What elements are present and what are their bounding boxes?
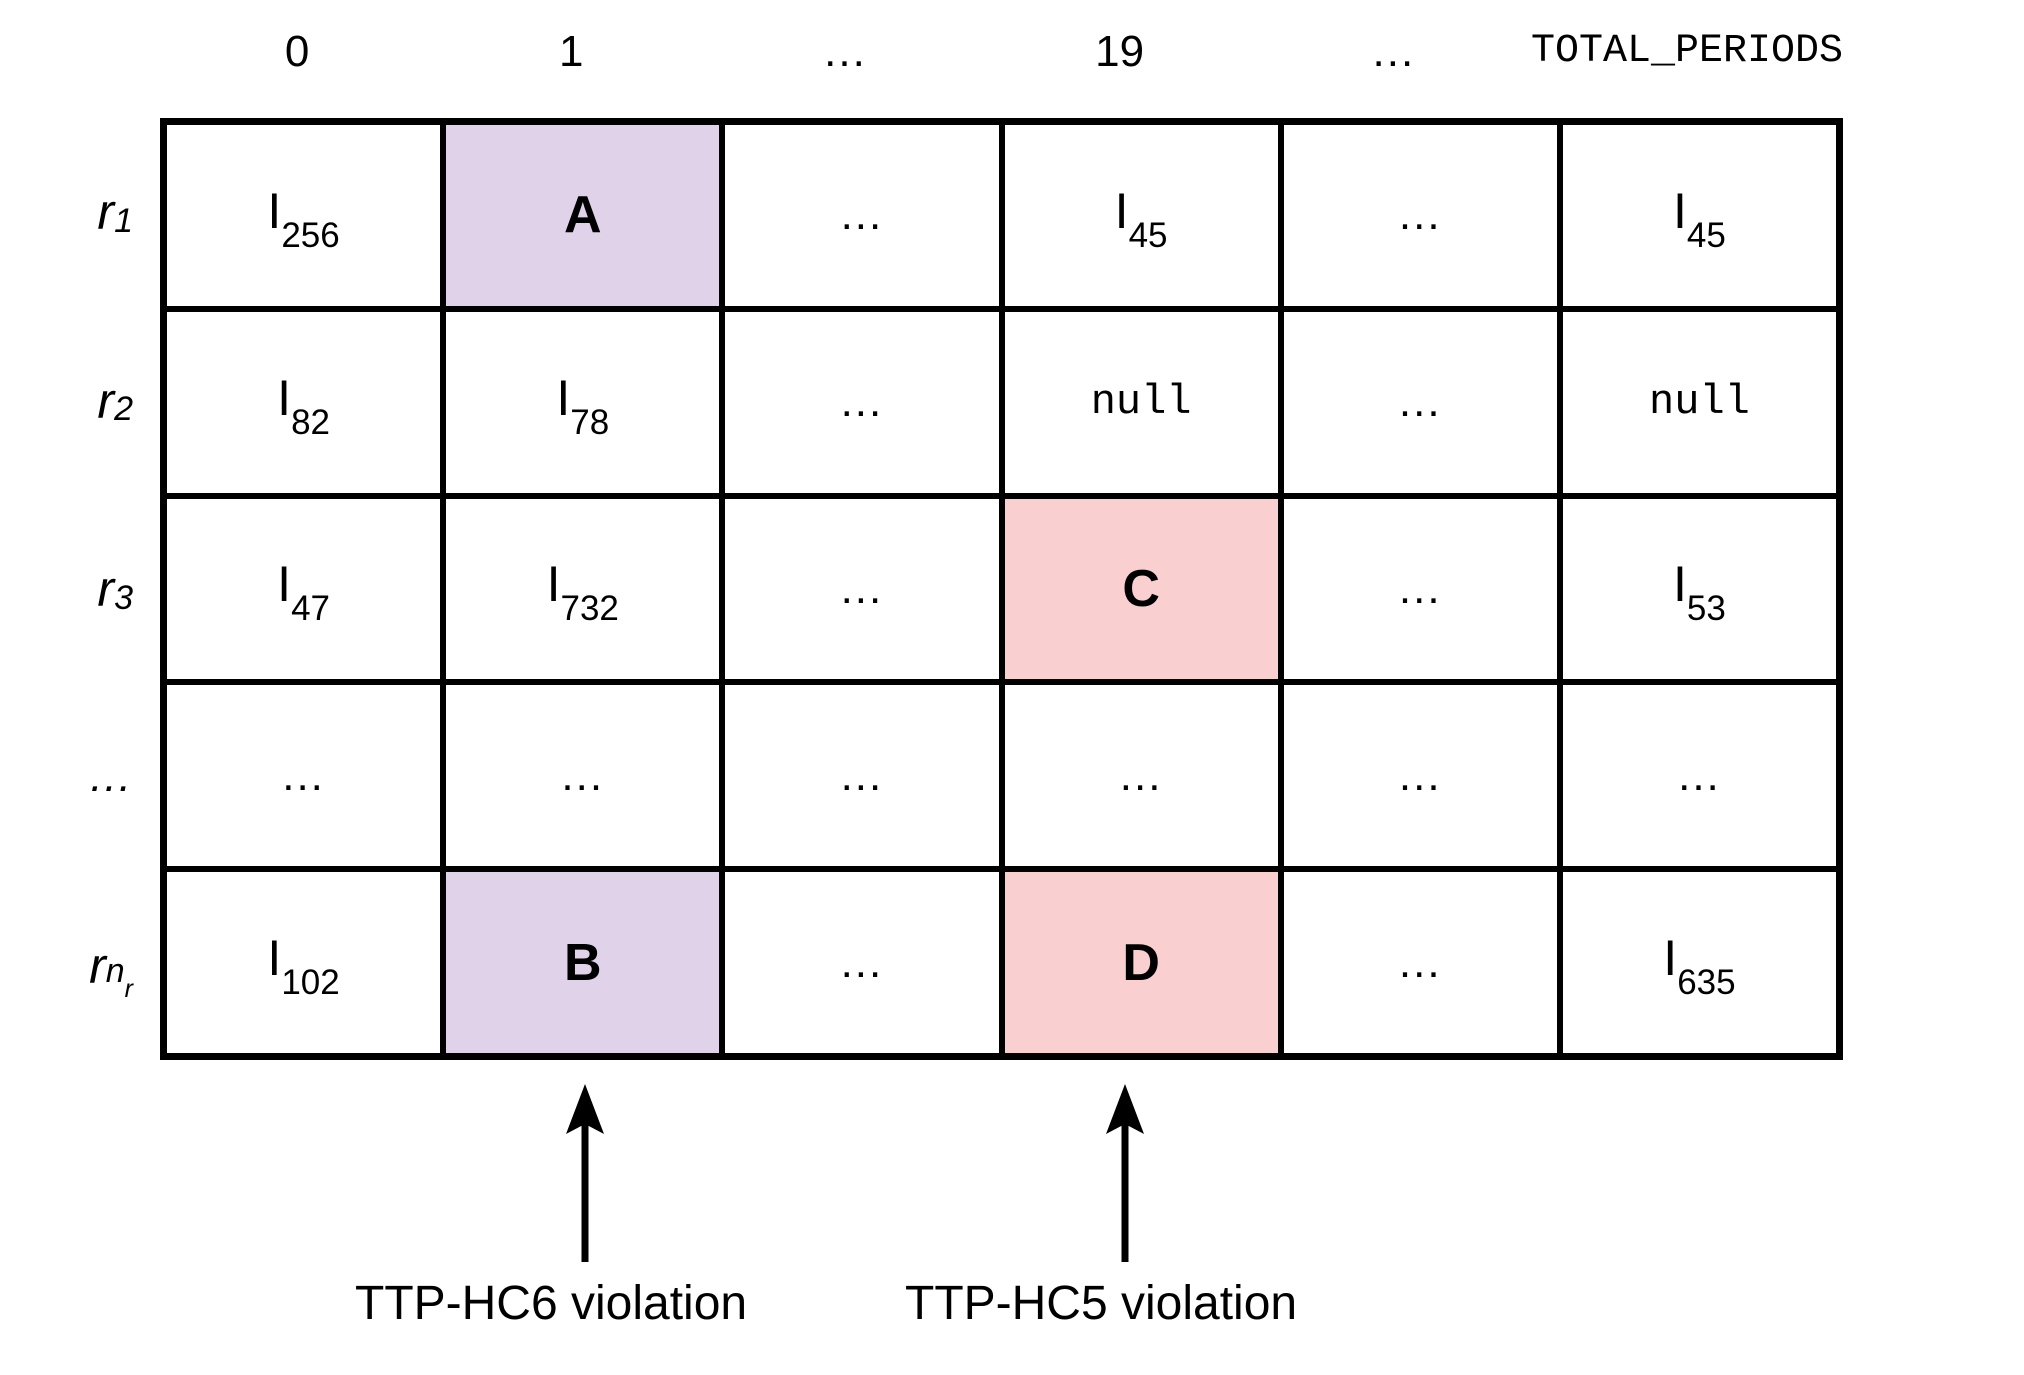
cell-rnr-c4[interactable]: ... (1283, 872, 1563, 1053)
table-row: I256 A ... I45 ... I45 (167, 125, 1837, 312)
cell-value-ellipsis: ... (561, 750, 605, 800)
cell-r2-c4[interactable]: ... (1283, 311, 1563, 493)
cell-r2-c1[interactable]: I78 (446, 311, 726, 493)
cell-value-ellipsis: ... (840, 750, 884, 800)
row-label-rnr-subsub-r: r (124, 975, 133, 1004)
column-header-ellipsis-right: ... (1372, 27, 1416, 76)
cell-rnr-c3[interactable]: D (1004, 872, 1284, 1053)
cell-value-ellipsis: ... (1398, 563, 1442, 613)
cell-ellipsis-c4[interactable]: ... (1283, 685, 1563, 867)
table-row: I102 B ... D ... I635 (167, 872, 1837, 1053)
annotation-hc5-label: TTP-HC5 violation (905, 1277, 1298, 1330)
row-label-r2-base: r (97, 372, 115, 429)
cell-value-null: null (1090, 378, 1192, 427)
table-row: ... ... ... ... ... ... (167, 685, 1837, 873)
cell-ellipsis-c1[interactable]: ... (446, 685, 726, 867)
row-label-rnr-base: r (89, 937, 106, 994)
cell-ellipsis-c0[interactable]: ... (167, 685, 447, 867)
cell-r1-c2[interactable]: ... (725, 125, 1005, 306)
cell-r3-c2[interactable]: ... (725, 498, 1005, 680)
table-row: I47 I732 ... C ... I53 (167, 498, 1837, 686)
row-label-ellipsis: ... (90, 752, 133, 802)
cell-ellipsis-c2[interactable]: ... (725, 685, 1005, 867)
cell-r3-c5[interactable]: I53 (1562, 498, 1837, 680)
cell-value-tag: B (563, 933, 602, 992)
cell-r3-c3[interactable]: C (1004, 498, 1284, 680)
cell-rnr-c1[interactable]: B (446, 872, 726, 1053)
up-arrow-icon (566, 1084, 604, 1262)
row-label-r3-base: r (97, 561, 115, 618)
cell-r1-c3[interactable]: I45 (1004, 125, 1284, 306)
cell-value-ellipsis: ... (1398, 937, 1442, 987)
table-row: I82 I78 ... null ... null (167, 311, 1837, 499)
cell-ellipsis-c3[interactable]: ... (1004, 685, 1284, 867)
cell-r3-c4[interactable]: ... (1283, 498, 1563, 680)
cell-value-null: null (1649, 378, 1750, 427)
cell-r2-c0[interactable]: I82 (167, 311, 447, 493)
column-header-row: 0 1 ... 19 ... TOTAL_PERIODS (160, 14, 1843, 90)
cell-value-tag: C (1122, 559, 1160, 618)
cell-value-tag: A (563, 186, 602, 245)
cell-r1-c0[interactable]: I256 (167, 125, 447, 306)
matrix-grid: I256 A ... I45 ... I45 I82 I78 ... null (160, 118, 1843, 1060)
cell-value-ivar: I82 (277, 369, 330, 442)
column-header-1: 1 (559, 27, 584, 76)
cell-value-ellipsis: ... (840, 937, 884, 987)
row-label-r1-base: r (97, 184, 115, 241)
cell-value-ivar: I47 (277, 556, 330, 629)
cell-value-ivar: I53 (1673, 556, 1726, 629)
cell-r3-c1[interactable]: I732 (446, 498, 726, 680)
cell-value-ellipsis: ... (1398, 190, 1442, 240)
cell-r2-c3[interactable]: null (1004, 311, 1284, 493)
cell-value-ivar: I102 (267, 930, 340, 1003)
cell-value-ellipsis: ... (1398, 750, 1442, 800)
cell-value-ellipsis: ... (840, 563, 884, 613)
cell-r2-c2[interactable]: ... (725, 311, 1005, 493)
cell-rnr-c0[interactable]: I102 (167, 872, 447, 1053)
annotation-hc6-label: TTP-HC6 violation (355, 1277, 748, 1330)
up-arrow-icon (1106, 1084, 1144, 1262)
cell-value-tag: D (1122, 933, 1160, 992)
cell-r1-c1[interactable]: A (446, 125, 726, 306)
cell-value-ellipsis: ... (840, 190, 884, 240)
column-header-total-periods: TOTAL_PERIODS (1530, 29, 1843, 74)
column-header-ellipsis-left: ... (824, 27, 867, 76)
cell-value-ivar: I78 (556, 369, 610, 442)
cell-value-ellipsis: ... (1678, 750, 1721, 800)
cell-value-ellipsis: ... (1398, 377, 1442, 427)
row-label-rnr-sub: nr (105, 952, 133, 1003)
row-label-rnr-sub-n: n (105, 952, 125, 991)
cell-rnr-c2[interactable]: ... (725, 872, 1005, 1053)
row-label-r3-sub: 3 (114, 578, 133, 617)
cell-value-ellipsis: ... (282, 750, 325, 800)
cell-r3-c0[interactable]: I47 (167, 498, 447, 680)
cell-ellipsis-c5[interactable]: ... (1562, 685, 1837, 867)
cell-value-ivar: I635 (1663, 930, 1736, 1003)
cell-value-ivar: I45 (1114, 182, 1168, 255)
cell-r2-c5[interactable]: null (1562, 311, 1837, 493)
cell-r1-c5[interactable]: I45 (1562, 125, 1837, 306)
cell-value-ivar: I45 (1673, 182, 1726, 255)
row-label-r1-sub: 1 (114, 201, 133, 240)
cell-value-ellipsis: ... (840, 377, 884, 427)
column-header-0: 0 (284, 27, 310, 76)
row-label-r2-sub: 2 (114, 390, 133, 429)
cell-rnr-c5[interactable]: I635 (1562, 872, 1837, 1053)
column-header-19: 19 (1095, 27, 1145, 76)
cell-value-ivar: I256 (267, 182, 340, 255)
cell-value-ivar: I732 (546, 556, 619, 629)
cell-value-ellipsis: ... (1119, 750, 1163, 800)
cell-r1-c4[interactable]: ... (1283, 125, 1563, 306)
